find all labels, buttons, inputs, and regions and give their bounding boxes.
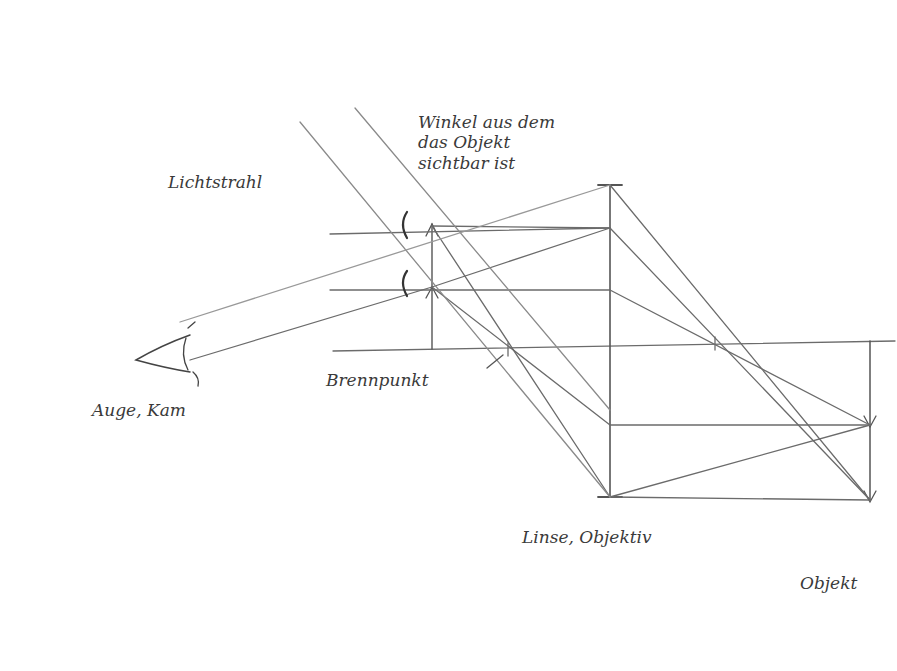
label-text: Objekt (800, 573, 890, 593)
label-text: Winkel aus dem das Objekt sichtbar ist (418, 112, 576, 173)
label-text: Brennpunkt (326, 370, 486, 390)
label-text: Auge, Kam (92, 400, 222, 420)
label-text: Linse, Objektiv (522, 527, 702, 547)
label-text: Lichtstrahl (168, 172, 308, 192)
